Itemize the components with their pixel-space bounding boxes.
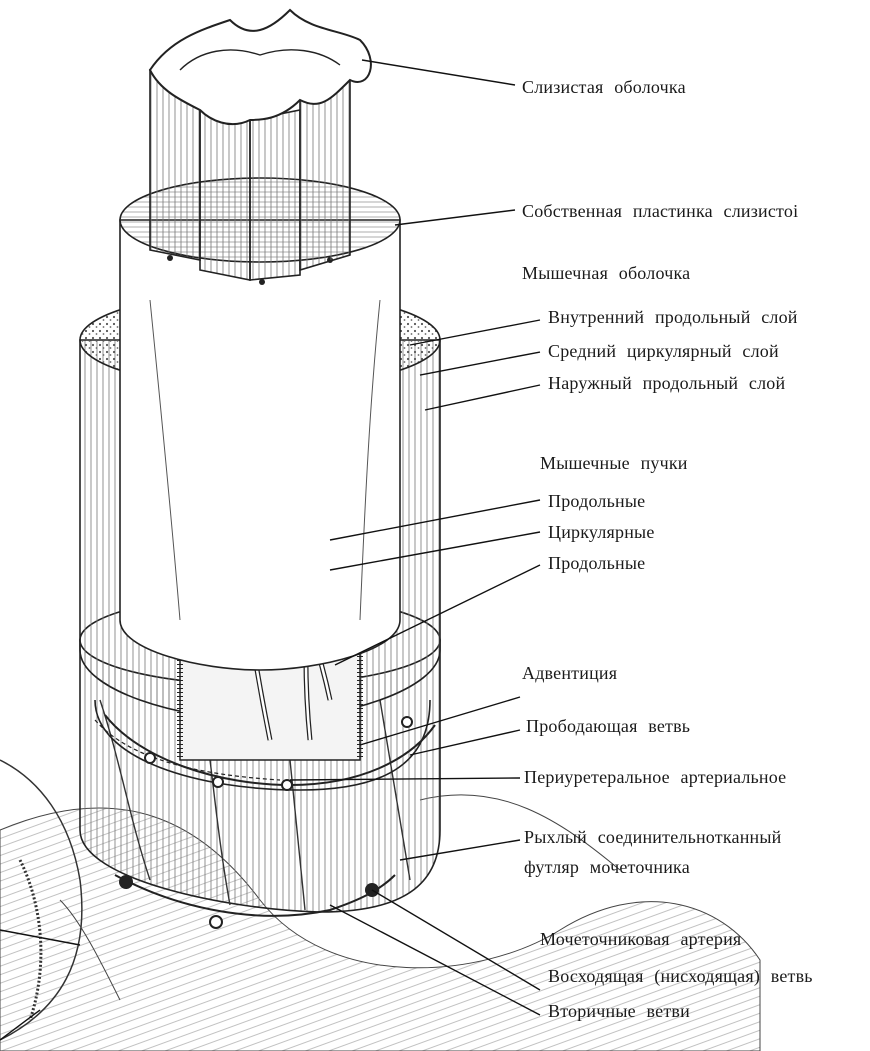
label-mucosa: Слизистая оболочка bbox=[522, 76, 686, 98]
label-adventitia: Адвентиция bbox=[522, 662, 617, 684]
label-longitudinal-bundles-2: Продольные bbox=[548, 552, 645, 574]
label-longitudinal-bundles-1: Продольные bbox=[548, 490, 645, 512]
label-middle-circular-layer: Средний циркулярный слой bbox=[548, 340, 779, 362]
label-muscle-bundles: Мышечные пучки bbox=[540, 452, 688, 474]
label-ureteral-artery: Мочеточниковая артерия bbox=[540, 928, 741, 950]
label-perforating-branch: Прободающая ветвь bbox=[526, 715, 690, 737]
label-loose-sheath-line2: футляр мочеточника bbox=[524, 856, 690, 878]
label-loose-sheath-line1: Рыхлый соединительнотканный bbox=[524, 826, 782, 848]
label-ascending-branch: Восходящая (нисходящая) ветвь bbox=[548, 965, 813, 987]
label-periureteral-arterial: Периуретеральное артериальное bbox=[524, 766, 786, 788]
label-muscular-coat: Мышечная оболочка bbox=[522, 262, 690, 284]
mucosa-folds bbox=[150, 10, 371, 280]
label-circular-bundles: Циркулярные bbox=[548, 521, 655, 543]
label-lamina-propria: Собственная пластинка слизистоі bbox=[522, 200, 798, 222]
label-outer-longitudinal-layer: Наружный продольный слой bbox=[548, 372, 785, 394]
label-secondary-branches: Вторичные ветви bbox=[548, 1000, 690, 1022]
label-inner-longitudinal-layer: Внутренний продольный слой bbox=[548, 306, 798, 328]
